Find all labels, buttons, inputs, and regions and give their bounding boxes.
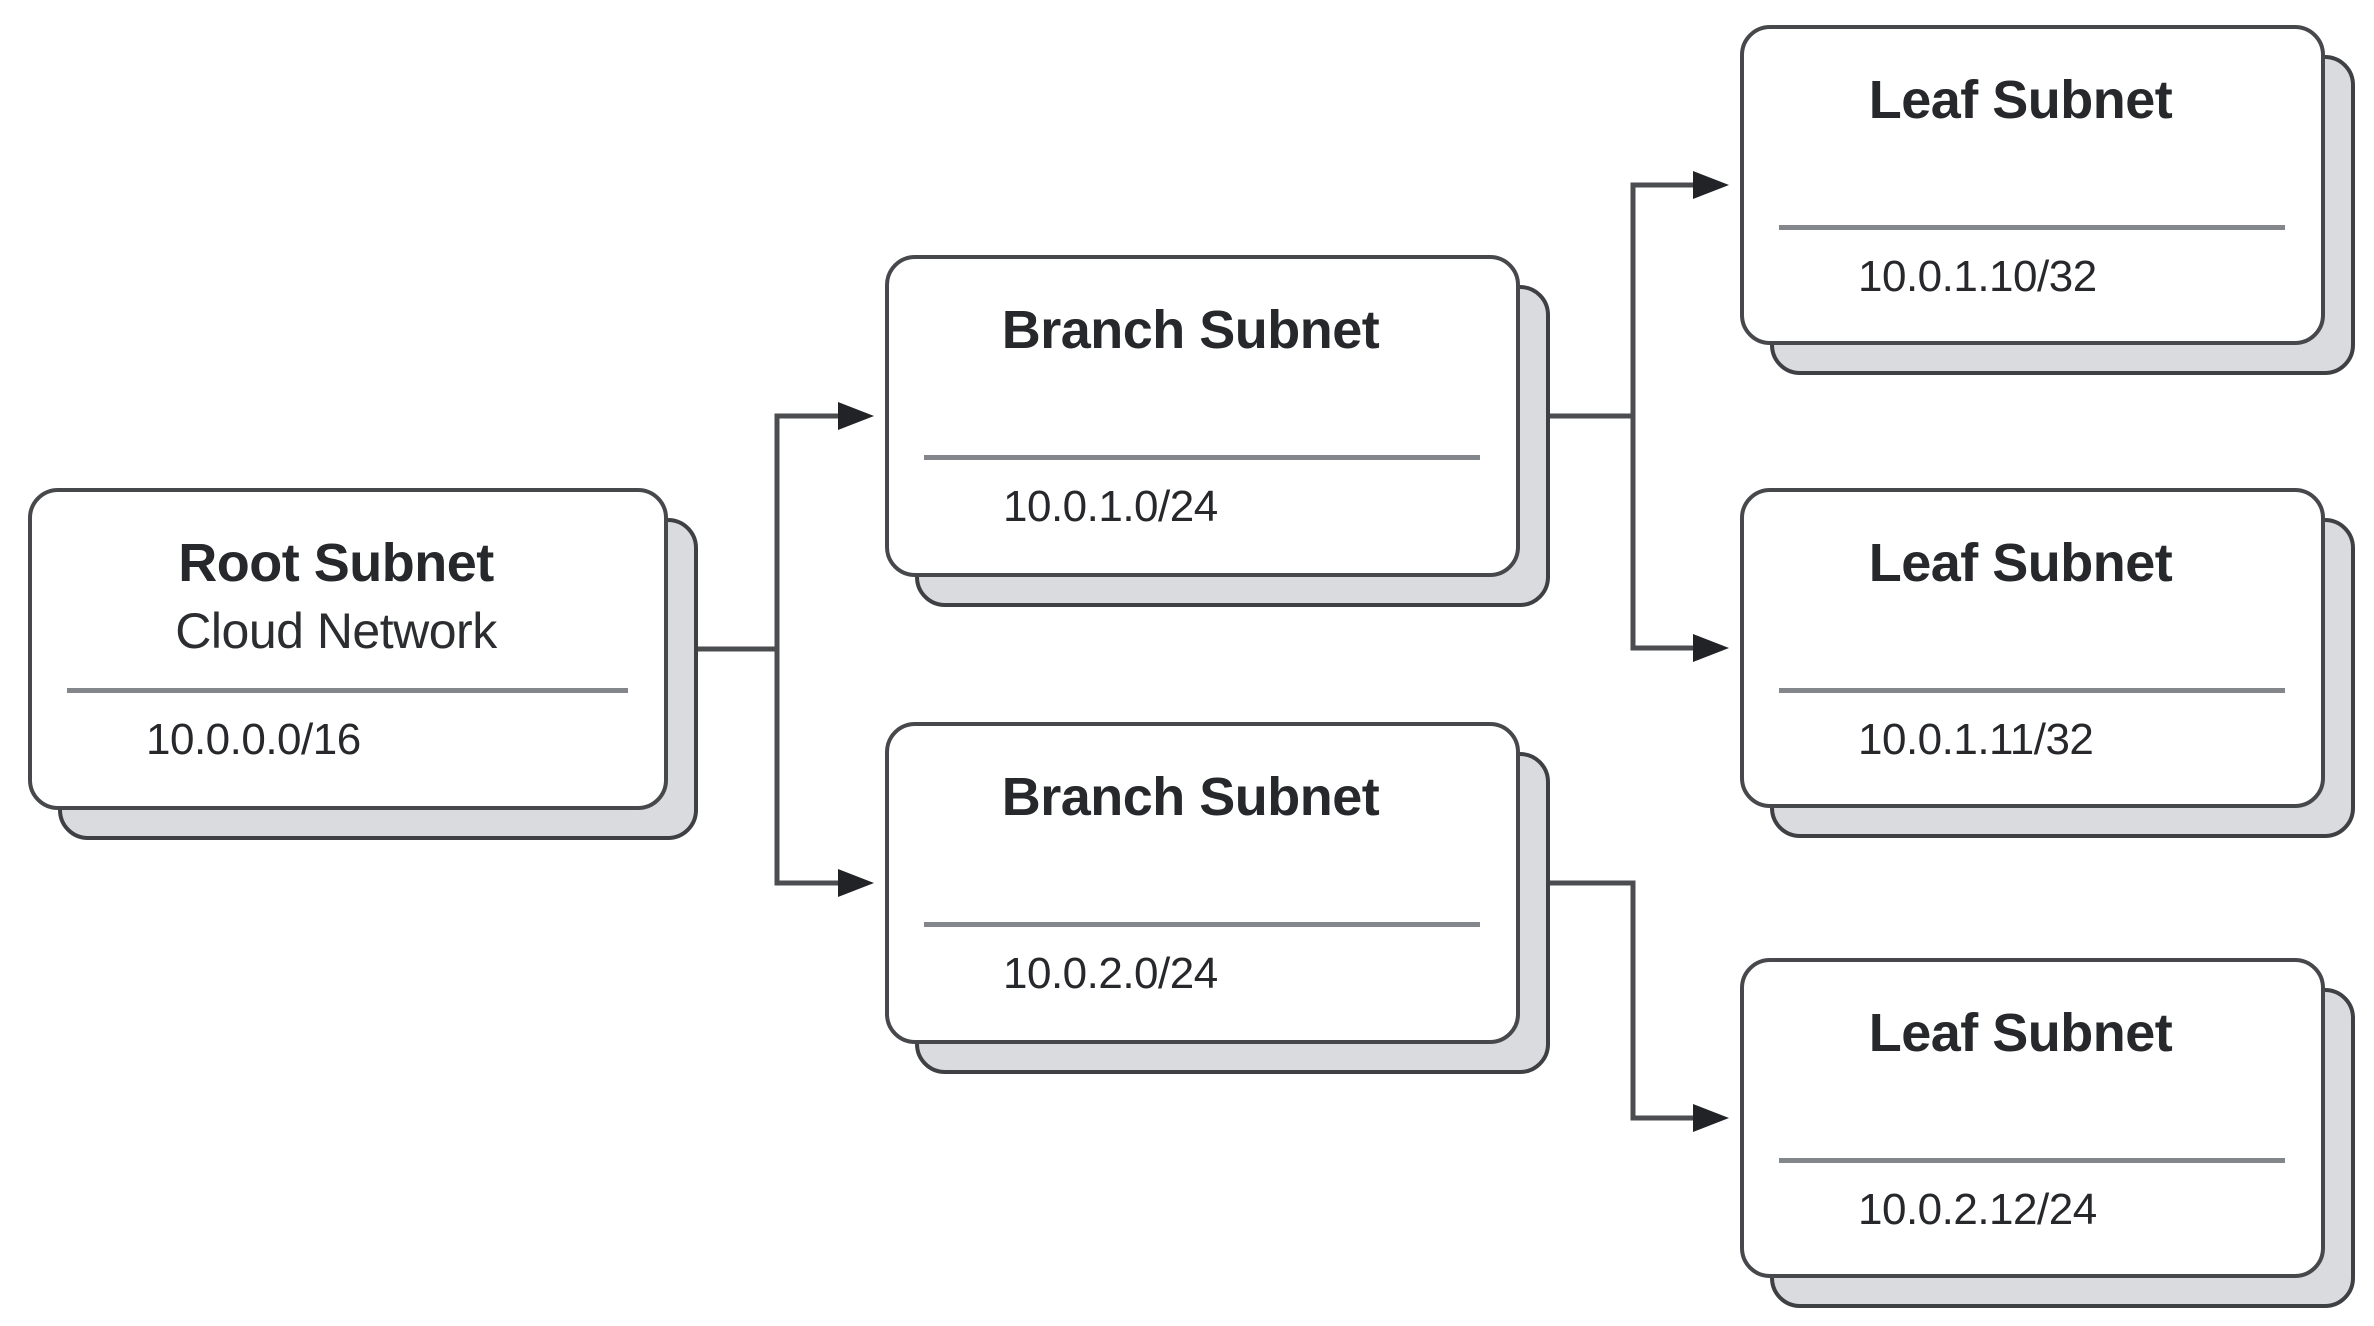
node-branch-subnet-1: Branch Subnet 10.0.1.0/24 bbox=[885, 255, 1550, 607]
edge-branch-1-to-leaf-1 bbox=[1630, 171, 1729, 199]
node-title: Root Subnet bbox=[178, 533, 494, 593]
node-divider bbox=[1779, 1158, 2285, 1163]
node-cidr: 10.0.2.12/24 bbox=[1858, 1185, 2097, 1234]
card: Branch Subnet 10.0.1.0/24 bbox=[885, 255, 1520, 577]
node-title: Leaf Subnet bbox=[1868, 1003, 2173, 1063]
arrowhead-icon bbox=[1693, 1104, 1729, 1132]
node-leaf-subnet-1: Leaf Subnet 10.0.1.10/32 bbox=[1740, 25, 2355, 375]
node-title: Leaf Subnet bbox=[1868, 533, 2173, 593]
node-title: Leaf Subnet bbox=[1868, 70, 2173, 130]
node-cidr: 10.0.1.11/32 bbox=[1858, 715, 2094, 764]
arrowhead-icon bbox=[838, 402, 874, 430]
arrowhead-icon bbox=[1693, 171, 1729, 199]
node-divider bbox=[924, 455, 1480, 460]
node-title: Branch Subnet bbox=[1001, 300, 1380, 360]
node-cidr: 10.0.1.10/32 bbox=[1858, 252, 2097, 301]
node-branch-subnet-2: Branch Subnet 10.0.2.0/24 bbox=[885, 722, 1550, 1074]
card: Leaf Subnet 10.0.2.12/24 bbox=[1740, 958, 2325, 1278]
node-cidr: 10.0.2.0/24 bbox=[1003, 949, 1218, 998]
node-leaf-subnet-3: Leaf Subnet 10.0.2.12/24 bbox=[1740, 958, 2355, 1308]
card: Branch Subnet 10.0.2.0/24 bbox=[885, 722, 1520, 1044]
node-cidr: 10.0.1.0/24 bbox=[1003, 482, 1218, 531]
node-divider bbox=[924, 922, 1480, 927]
arrowhead-icon bbox=[838, 869, 874, 897]
node-title: Branch Subnet bbox=[1001, 767, 1380, 827]
node-divider bbox=[67, 688, 628, 693]
card: Leaf Subnet 10.0.1.10/32 bbox=[1740, 25, 2325, 345]
node-subtitle: Cloud Network bbox=[175, 603, 497, 659]
node-leaf-subnet-2: Leaf Subnet 10.0.1.11/32 bbox=[1740, 488, 2355, 838]
node-cidr: 10.0.0.0/16 bbox=[146, 715, 361, 764]
node-divider bbox=[1779, 688, 2285, 693]
arrowhead-icon bbox=[1693, 634, 1729, 662]
edge-branch-2-to-leaf-3 bbox=[1630, 1104, 1729, 1132]
edge-root-to-branch-2 bbox=[774, 869, 874, 897]
card: Leaf Subnet 10.0.1.11/32 bbox=[1740, 488, 2325, 808]
card: Root Subnet Cloud Network 10.0.0.0/16 bbox=[28, 488, 668, 810]
edge-branch-1-to-leaf-2 bbox=[1630, 634, 1729, 662]
node-divider bbox=[1779, 225, 2285, 230]
node-root-subnet: Root Subnet Cloud Network 10.0.0.0/16 bbox=[28, 488, 698, 840]
edge-root-to-branch-1 bbox=[774, 402, 874, 430]
